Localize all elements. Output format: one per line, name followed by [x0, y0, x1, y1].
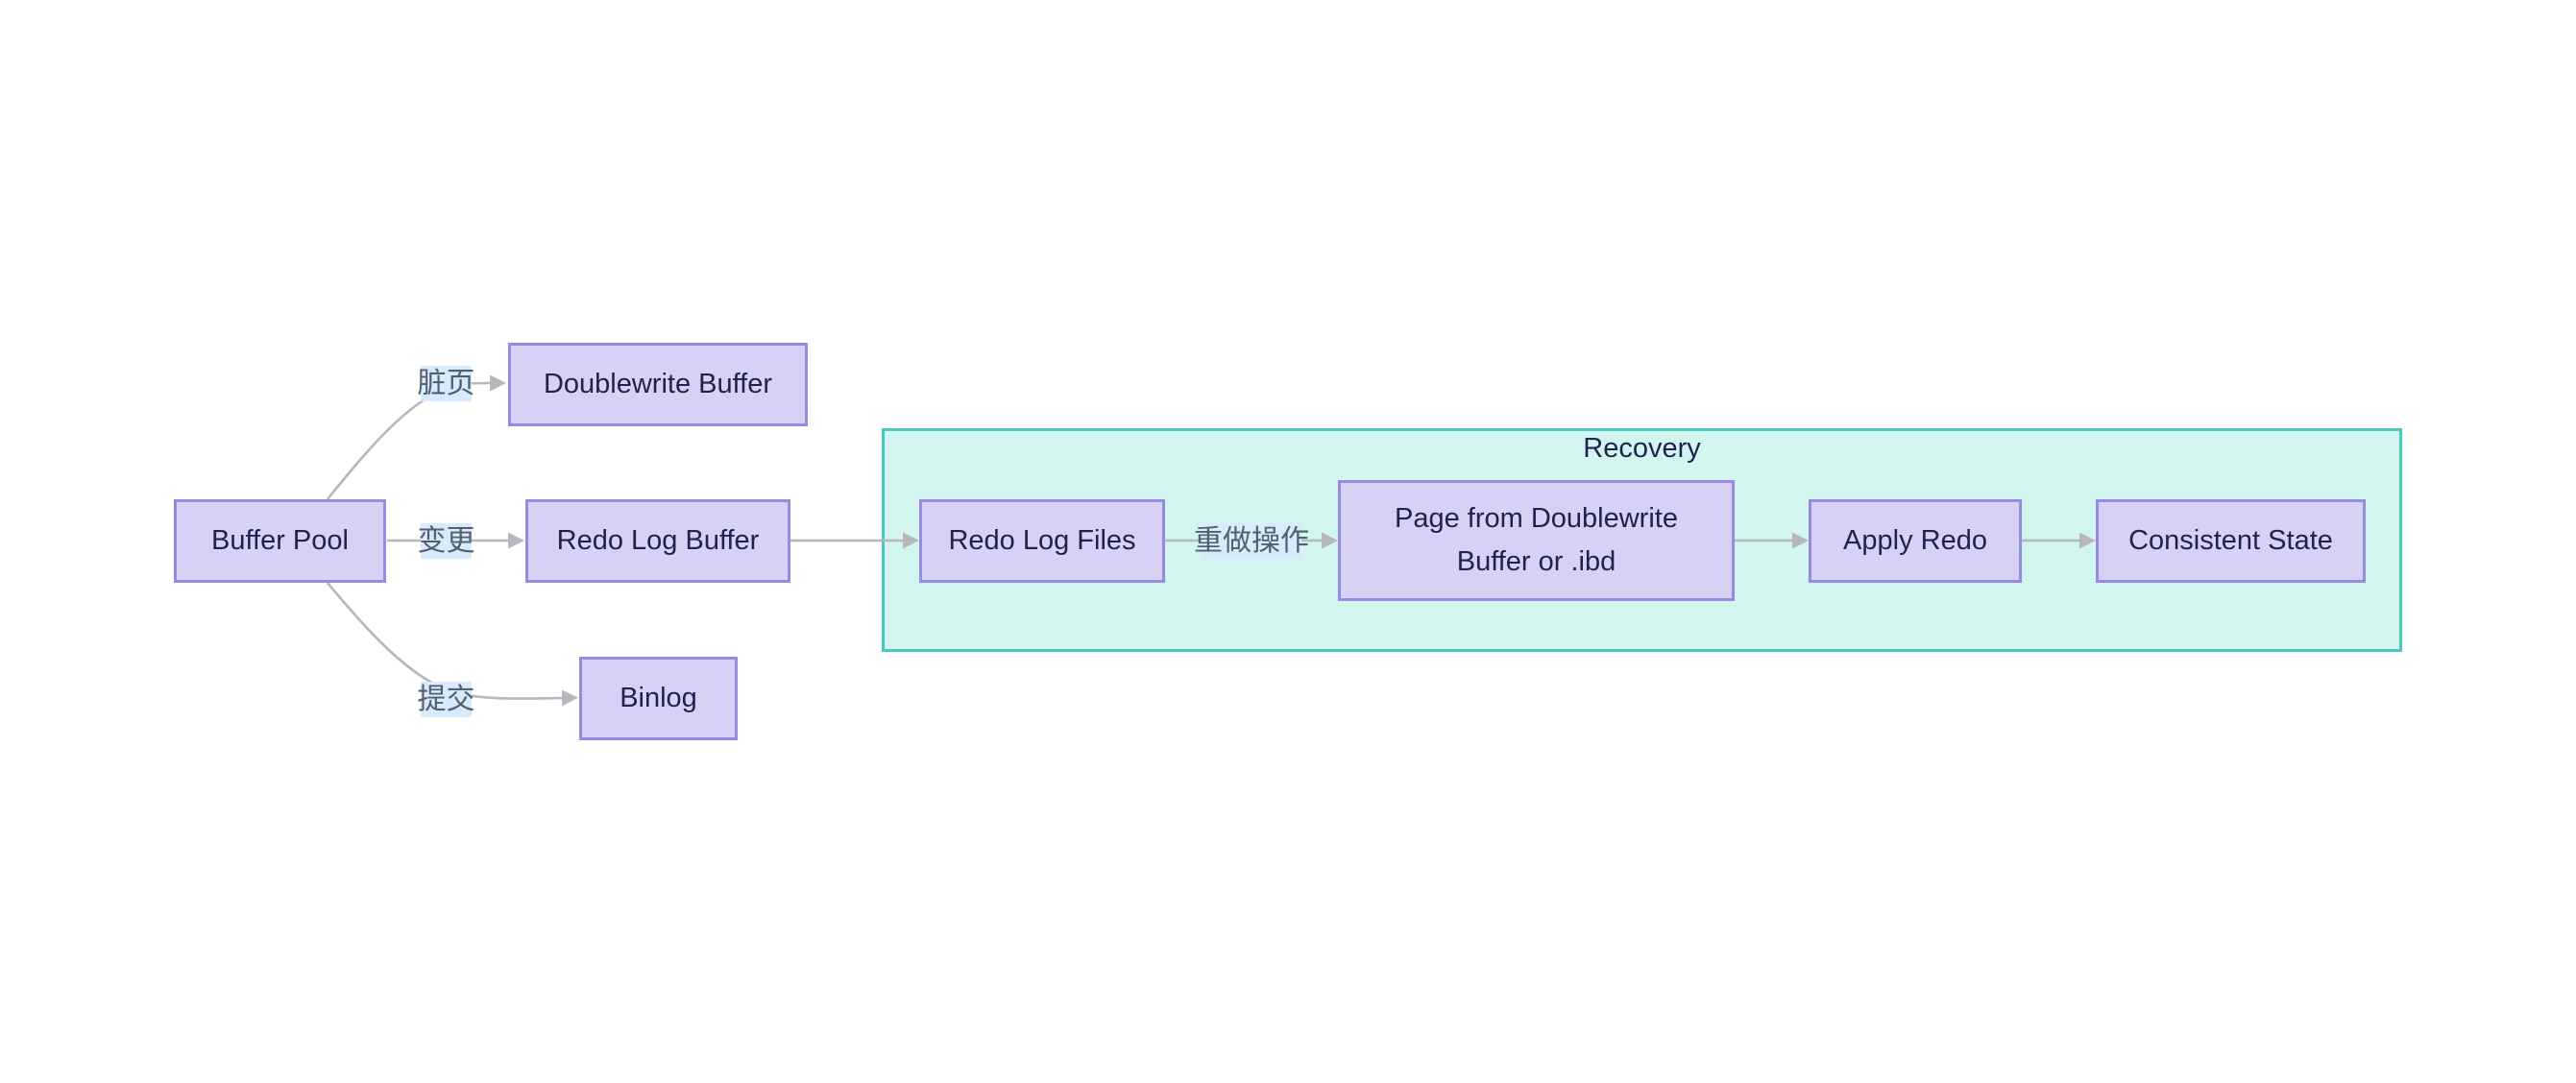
- node-redo-log-files-label: Redo Log Files: [948, 525, 1136, 557]
- node-apply-redo: Apply Redo: [1809, 499, 2022, 583]
- node-page-from-doublewrite-label: Page from Doublewrite Buffer or .ibd: [1395, 503, 1678, 577]
- node-buffer-pool: Buffer Pool: [174, 499, 386, 583]
- node-binlog-label: Binlog: [620, 683, 697, 714]
- edge-label-change: 变更: [418, 523, 475, 559]
- node-doublewrite-buffer-label: Doublewrite Buffer: [543, 369, 773, 400]
- node-page-from-doublewrite: Page from Doublewrite Buffer or .ibd: [1338, 480, 1735, 601]
- recovery-subgraph-title: Recovery: [1583, 433, 1701, 464]
- node-redo-log-buffer-label: Redo Log Buffer: [556, 525, 760, 557]
- node-binlog: Binlog: [579, 657, 738, 740]
- edge-label-dirty-page: 脏页: [418, 366, 475, 401]
- node-buffer-pool-label: Buffer Pool: [211, 525, 349, 557]
- edge-label-commit: 提交: [418, 682, 475, 717]
- node-apply-redo-label: Apply Redo: [1843, 525, 1987, 557]
- node-doublewrite-buffer: Doublewrite Buffer: [508, 343, 808, 426]
- node-consistent-state: Consistent State: [2096, 499, 2366, 583]
- node-consistent-state-label: Consistent State: [2128, 525, 2333, 557]
- edge-label-redo-operation: 重做操作: [1194, 523, 1309, 559]
- node-redo-log-buffer: Redo Log Buffer: [525, 499, 790, 583]
- node-redo-log-files: Redo Log Files: [919, 499, 1165, 583]
